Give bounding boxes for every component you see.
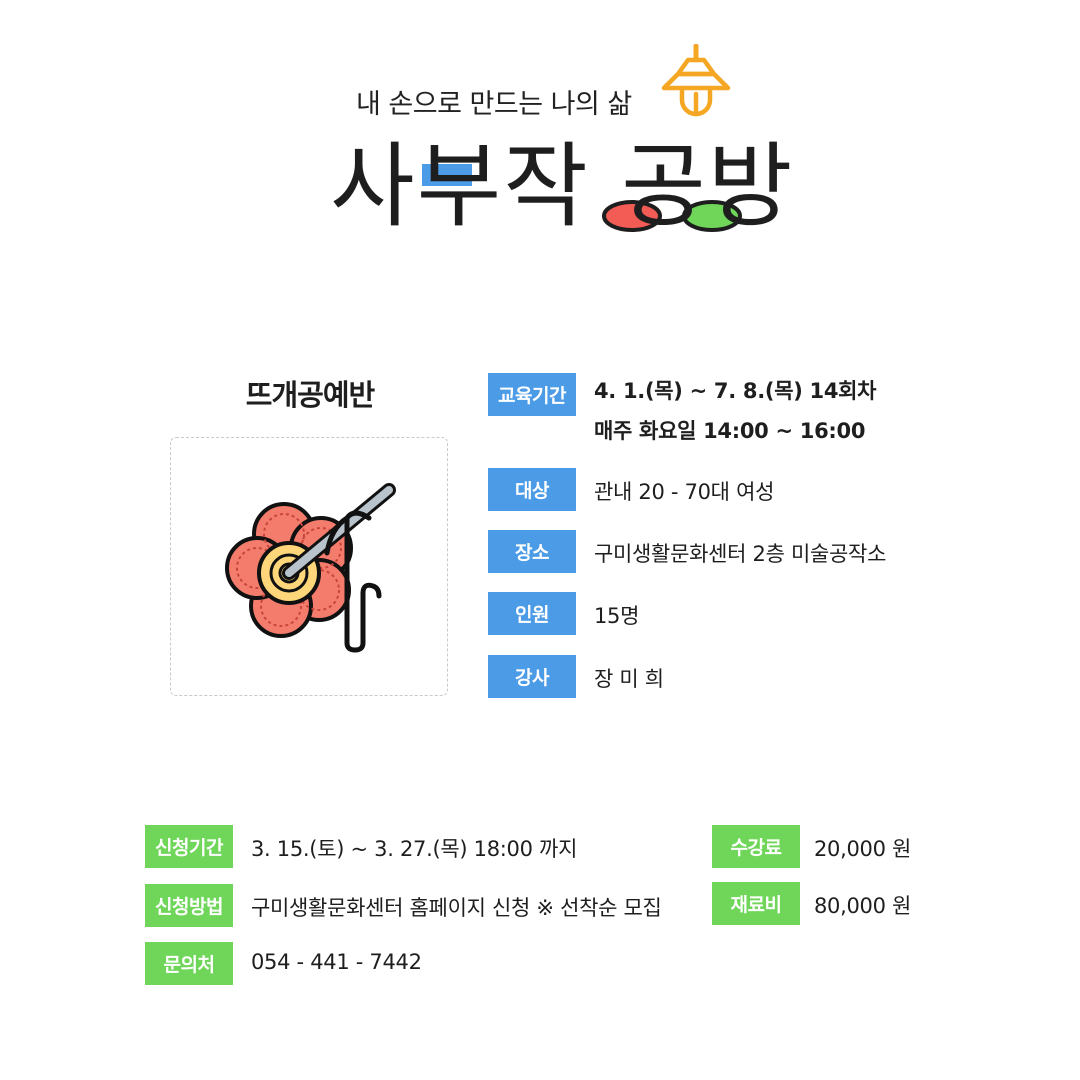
target-value: 관내 20 - 70대 여성	[594, 480, 775, 504]
application-method-value: 구미생활문화센터 홈페이지 신청 ※ 선착순 모집	[251, 896, 662, 920]
title-decoration	[422, 164, 742, 232]
badge-place: 장소	[488, 530, 576, 573]
course-image	[170, 437, 448, 696]
lamp-icon	[661, 44, 731, 117]
badge-material-fee: 재료비	[712, 882, 800, 925]
badge-capacity: 인원	[488, 592, 576, 635]
capacity-value: 15명	[594, 604, 640, 628]
badge-target: 대상	[488, 468, 576, 511]
badge-instructor: 강사	[488, 655, 576, 698]
course-name: 뜨개공예반	[245, 378, 375, 412]
badge-tuition-fee: 수강료	[712, 825, 800, 868]
application-period-value: 3. 15.(토) ~ 3. 27.(목) 18:00 까지	[251, 837, 578, 861]
instructor-value: 장 미 희	[594, 667, 664, 691]
period-dates: 4. 1.(목) ~ 7. 8.(목) 14회차	[594, 379, 877, 403]
badge-application-method: 신청방법	[145, 884, 233, 927]
badge-contact: 문의처	[145, 942, 233, 985]
period-schedule: 매주 화요일 14:00 ~ 16:00	[594, 419, 866, 443]
subtitle: 내 손으로 만드는 나의 삶	[356, 89, 632, 120]
crochet-flower-icon	[225, 483, 396, 653]
material-fee-value: 80,000 원	[814, 894, 912, 918]
place-value: 구미생활문화센터 2층 미술공작소	[594, 542, 887, 566]
page-title: 사부작 공방	[330, 133, 795, 240]
tuition-fee-value: 20,000 원	[814, 837, 912, 861]
badge-period: 교육기간	[488, 373, 576, 416]
contact-value: 054 - 441 - 7442	[251, 950, 422, 974]
badge-application-period: 신청기간	[145, 825, 233, 868]
title-block: 사부작 공방	[330, 132, 792, 242]
